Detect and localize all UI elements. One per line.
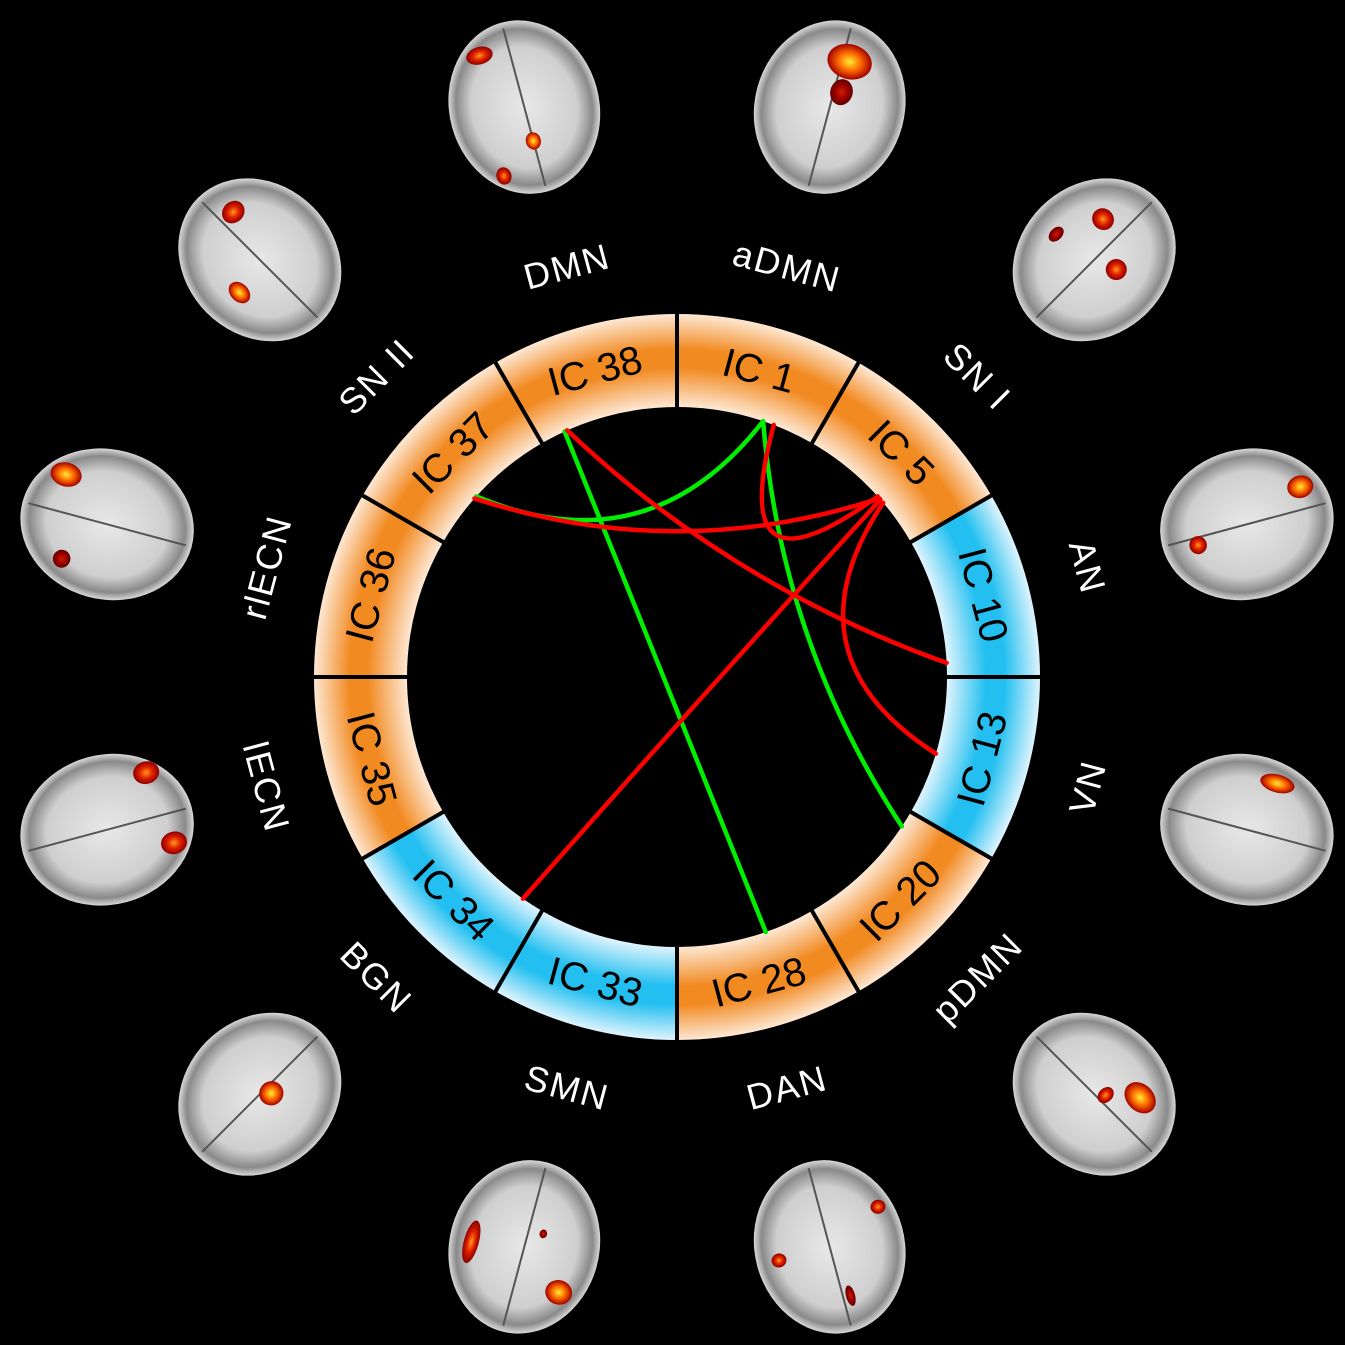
segment-arc (495, 910, 677, 1040)
activation-blob (222, 200, 245, 224)
segment-divider (360, 809, 446, 861)
ring-segment-ic1: IC 1 (677, 314, 859, 444)
activation-blob (1092, 208, 1114, 231)
segment-divider (809, 360, 861, 446)
brain-thumbnail (1160, 753, 1334, 906)
activation-blob (1189, 536, 1207, 555)
brain-thumbnail (448, 1160, 601, 1334)
ring-segment-ic10: IC 10 (910, 495, 1040, 677)
connection-ic38-ic28 (562, 429, 769, 935)
network-label-sn-i: SN I (935, 334, 1019, 418)
segment-divider (360, 493, 446, 545)
network-label-pdmn: pDMN (924, 924, 1031, 1031)
activation-blob (50, 462, 82, 487)
network-label-dmn: DMN (519, 235, 615, 297)
ring-segment-ic13: IC 13 (910, 677, 1040, 859)
brain-thumbnail (753, 20, 906, 194)
activation-blob (259, 1081, 284, 1106)
segment-arc (314, 677, 444, 859)
activation-blob (539, 1229, 548, 1239)
connection-ic5-ic13 (841, 500, 939, 756)
segment-arc (910, 677, 1040, 859)
segment-arc (314, 495, 444, 677)
activation-blob (1287, 475, 1314, 499)
activation-blob (1124, 1082, 1156, 1114)
segment-divider (908, 809, 994, 861)
activation-blob (1097, 1087, 1114, 1104)
brain-thumbnail (753, 1160, 906, 1334)
network-label-admn: aDMN (729, 232, 846, 300)
network-label-vn: VN (1061, 756, 1115, 819)
activation-blob (830, 79, 853, 106)
activation-blob (525, 132, 541, 150)
ring-segment-ic38: IC 38 (495, 314, 677, 444)
network-label-smn: SMN (520, 1057, 614, 1119)
midline (28, 502, 187, 547)
brain-thumbnail (1012, 1012, 1176, 1176)
ring-segment-ic33: IC 33 (495, 910, 677, 1040)
midline (1035, 1035, 1153, 1153)
network-label-sn-ii: SN II (330, 330, 423, 423)
brain-thumbnail (20, 448, 194, 601)
brain-thumbnail (448, 20, 601, 194)
activation-blob (771, 1253, 787, 1268)
activation-blob (496, 167, 512, 185)
segment-arc (495, 314, 677, 444)
segment-arc (362, 812, 542, 992)
activation-blob (870, 1199, 886, 1214)
activation-blob (827, 43, 872, 80)
segment-arc (677, 314, 859, 444)
midline (201, 201, 319, 319)
ring-segment-ic28: IC 28 (677, 910, 859, 1040)
midline (1035, 201, 1153, 319)
midline (807, 1167, 852, 1326)
connections (472, 418, 949, 935)
connection-ic5-ic34 (520, 497, 883, 901)
segment-divider (493, 360, 545, 446)
brain-thumbnail (178, 178, 342, 342)
network-label-an: AN (1061, 536, 1115, 599)
activation-blob (228, 281, 251, 304)
activation-blob (462, 1220, 481, 1263)
brain-thumbnail (178, 1012, 342, 1176)
segment-arc (362, 362, 542, 542)
brain-thumbnail (1012, 178, 1176, 342)
connection-ic37-ic5 (472, 496, 882, 534)
activation-blob (1260, 773, 1295, 794)
midline (502, 1167, 547, 1326)
activation-blob (1105, 259, 1127, 281)
activation-blob (52, 549, 71, 568)
brain-thumbnail (1160, 448, 1334, 601)
connection-ic38-ic10 (564, 428, 949, 666)
segment-arc (812, 812, 992, 992)
connection-ic1-ic5 (759, 422, 880, 541)
brain-thumbnails (20, 20, 1334, 1334)
midline (28, 807, 187, 852)
midline (502, 28, 547, 187)
segment-divider (809, 908, 861, 994)
midline (1167, 807, 1326, 852)
network-label-rlecn: rlECN (233, 511, 300, 624)
network-label-lecn: lECN (235, 737, 298, 836)
network-label-dan: DAN (742, 1057, 832, 1118)
activation-blob (161, 831, 188, 855)
activation-blob (845, 1285, 856, 1306)
network-label-bgn: BGN (332, 933, 420, 1021)
segment-divider (493, 908, 545, 994)
activation-blob (1048, 226, 1064, 242)
segment-arc (910, 495, 1040, 677)
activation-blob (545, 1280, 573, 1305)
segment-arc (677, 910, 859, 1040)
ring-segment-ic36: IC 36 (314, 495, 444, 677)
brain-thumbnail (20, 753, 194, 906)
segment-divider (908, 493, 994, 545)
ring-segment-ic35: IC 35 (314, 677, 444, 859)
activation-blob (133, 761, 160, 785)
segment-arc (812, 362, 992, 542)
connection-ic1-ic20 (760, 418, 905, 829)
activation-blob (466, 46, 493, 65)
ring-segment-ic5: IC 5 (812, 362, 992, 542)
